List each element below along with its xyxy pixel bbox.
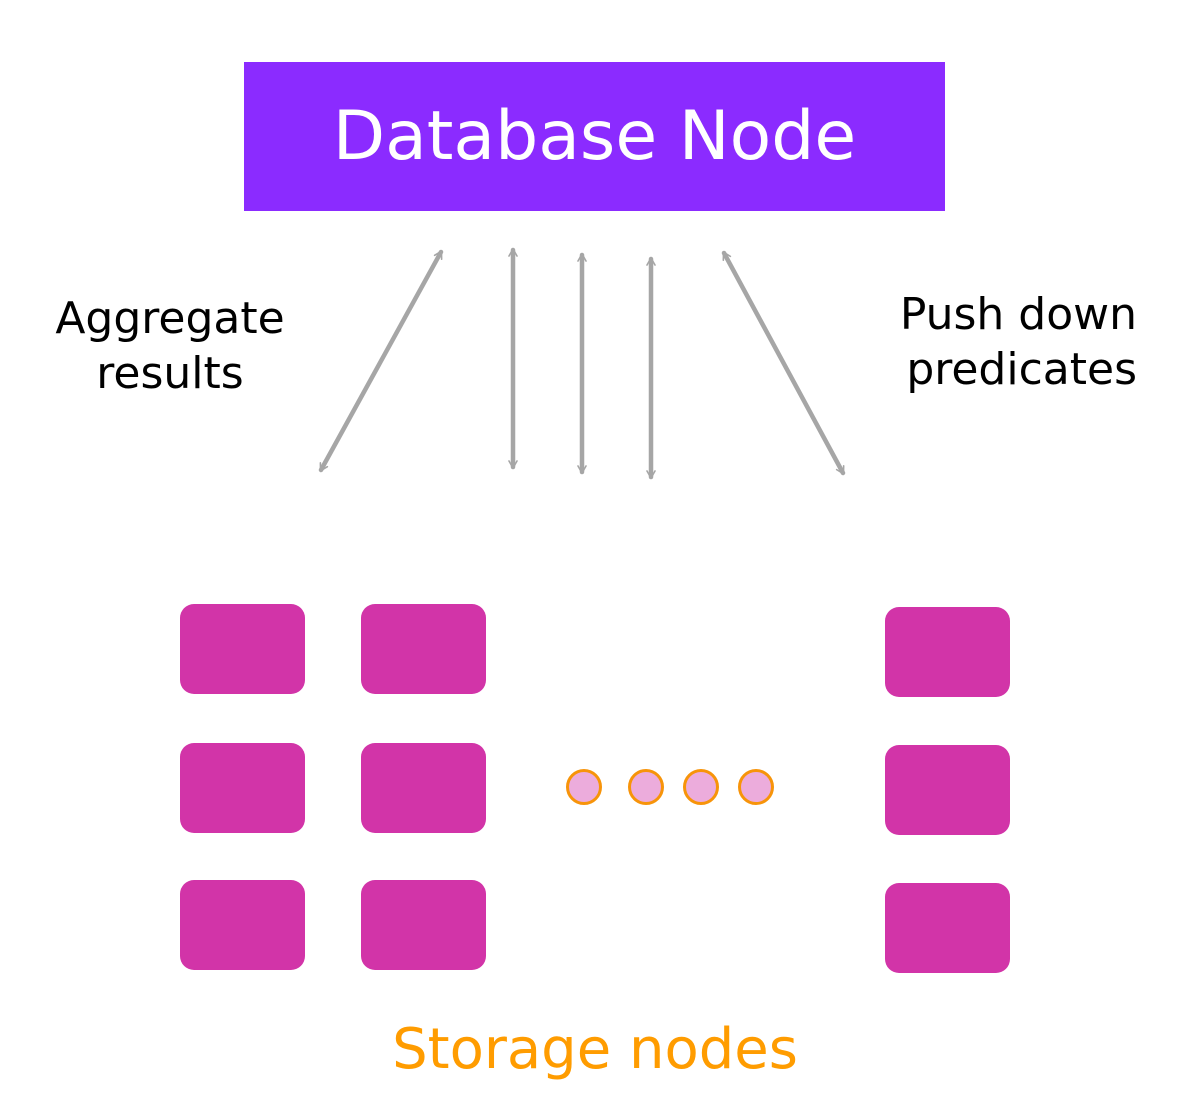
storage-node (885, 883, 1010, 973)
database-node-label: Database Node (332, 96, 857, 176)
ellipsis-dot (566, 769, 602, 805)
storage-nodes-label: Storage nodes (392, 1017, 798, 1082)
storage-node (361, 604, 486, 694)
storage-node (180, 604, 305, 694)
ellipsis-dot (628, 769, 664, 805)
storage-node (361, 880, 486, 970)
arrow-right-diagonal (721, 250, 846, 476)
aggregate-results-line2: results (96, 348, 244, 399)
storage-node (885, 745, 1010, 835)
push-down-predicates-line2: predicates (906, 344, 1137, 395)
push-down-predicates-line1: Push down (899, 289, 1137, 340)
storage-node (885, 607, 1010, 697)
storage-node (180, 743, 305, 833)
storage-node (361, 743, 486, 833)
arrow-left-diagonal (318, 249, 444, 473)
storage-node (180, 880, 305, 970)
push-down-predicates-label: Push down predicates (862, 287, 1137, 397)
database-node: Database Node (244, 62, 945, 211)
ellipsis-dot (738, 769, 774, 805)
aggregate-results-label: Aggregate results (40, 291, 300, 401)
ellipsis-dot (683, 769, 719, 805)
aggregate-results-line1: Aggregate (55, 293, 285, 344)
